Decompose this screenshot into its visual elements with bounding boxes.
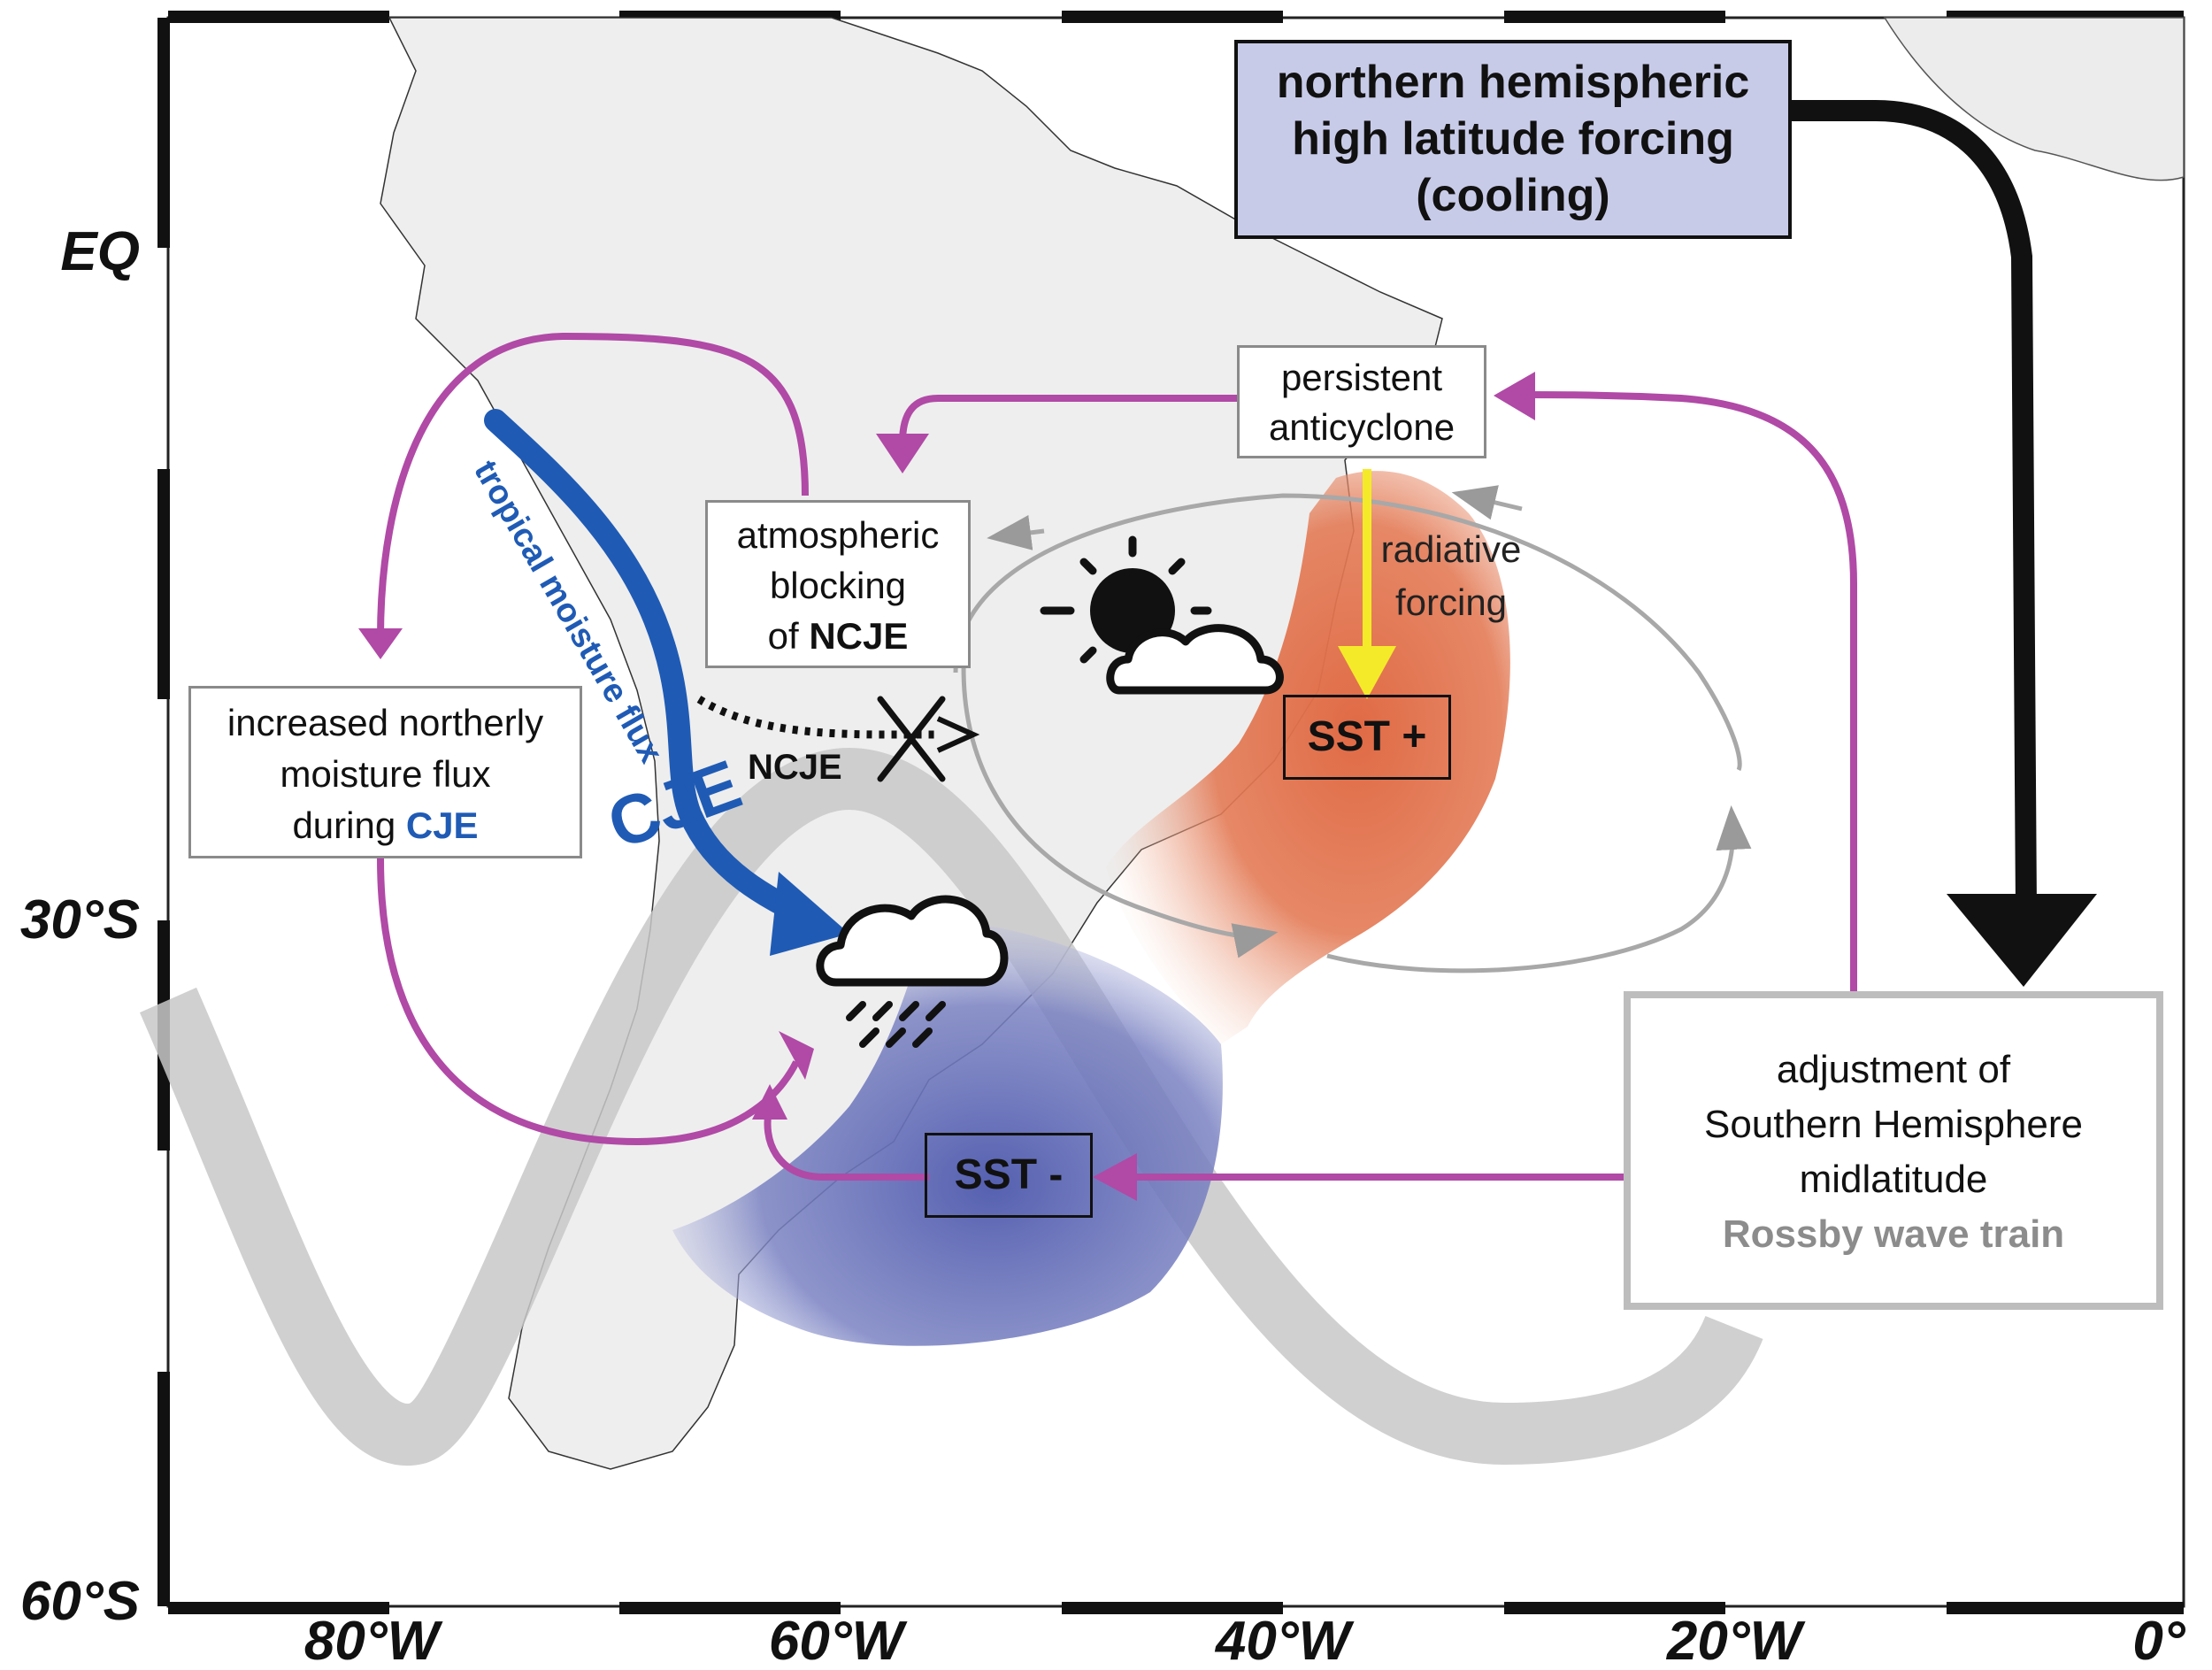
lon-label-60w: 60°W — [769, 1611, 908, 1670]
rossby-to-anticyclone-arrow — [1521, 391, 1857, 991]
loop-arrowhead-left — [358, 628, 403, 659]
nh-forcing-arrowhead — [1947, 894, 2097, 987]
rossby-wave-train-band — [139, 747, 1763, 1466]
lon-label-40w: 40°W — [1214, 1611, 1355, 1670]
sst-plus-label: SST + — [1307, 713, 1427, 760]
sst-minus-box: SST - — [925, 1133, 1093, 1218]
ncje-label: NCJE — [748, 748, 842, 787]
nh-forcing-line1: northern hemispheric — [1276, 57, 1750, 108]
rain-cloud-icon — [816, 895, 1009, 1048]
blocked-x-icon — [877, 696, 946, 782]
blocking-line3-ncje: NCJE — [809, 615, 909, 657]
anticyclone-line1: persistent — [1280, 357, 1443, 398]
lon-label-20w: 20°W — [1666, 1611, 1806, 1670]
lon-label-80w: 80°W — [304, 1611, 443, 1670]
rossby-line4: Rossby wave train — [1722, 1212, 2065, 1256]
anticyclone-to-blocking-arrow — [899, 395, 1239, 443]
radiative-label-1: radiative — [1381, 528, 1522, 570]
cje-jet-arrow — [484, 409, 826, 932]
warm-sst-anomaly — [1106, 471, 1510, 1044]
anticyclone-box: persistent anticyclone — [1237, 345, 1486, 458]
lat-label-eq: EQ — [60, 221, 140, 282]
nh-forcing-arrow — [1792, 100, 2037, 912]
blocking-line3-prefix: of — [767, 615, 810, 657]
rossby-line3: midlatitude — [1799, 1158, 1988, 1201]
anticyclone-to-blocking-arrowhead — [876, 434, 929, 473]
rossby-line2: Southern Hemisphere — [1703, 1103, 2083, 1146]
africa-landmass — [1883, 17, 2185, 181]
sst-minus-label: SST - — [954, 1151, 1064, 1198]
cje-jet-arrowhead — [770, 872, 849, 956]
moisture-line1: increased northerly — [227, 702, 544, 743]
anticyclone-line2: anticyclone — [1268, 406, 1455, 448]
moisture-line3-prefix: during — [292, 804, 406, 846]
ncje-blocked-arrow — [696, 696, 938, 739]
sun-cloud-icon — [1040, 535, 1284, 695]
rossby-line1: adjustment of — [1776, 1048, 2011, 1091]
lat-label-30s: 30°S — [20, 889, 140, 950]
anticyclone-circulation-east — [1326, 805, 1752, 974]
sst-plus-box: SST + — [1283, 695, 1451, 780]
rossby-to-anticyclone-arrowhead — [1494, 372, 1535, 420]
ncje-blocked-arrowhead — [936, 716, 980, 753]
moisture-line2: moisture flux — [280, 753, 491, 795]
nh-forcing-line2: high latitude forcing — [1292, 113, 1734, 165]
anticyclone-circulation-arrow-west — [987, 515, 1045, 550]
rossby-box: adjustment of Southern Hemisphere midlat… — [1624, 991, 2163, 1310]
radiative-label-2: forcing — [1395, 581, 1507, 623]
sst-minus-to-rain-arrowhead — [752, 1084, 787, 1120]
loop-arrow-left — [376, 332, 809, 642]
blocking-box: atmospheric blocking of NCJE — [705, 500, 971, 668]
radiative-forcing-arrowhead — [1338, 646, 1396, 699]
lon-label-0: 0° — [2132, 1611, 2185, 1670]
moisture-to-rain-arrowhead — [779, 1031, 814, 1080]
nh-forcing-line3: (cooling) — [1416, 170, 1610, 221]
anticyclone-circulation-arrow-north — [1451, 485, 1523, 520]
blocking-line1: atmospheric — [736, 514, 940, 556]
lat-label-60s: 60°S — [20, 1571, 140, 1632]
moisture-flux-box: increased northerly moisture flux during… — [188, 686, 582, 858]
anticyclone-circulation-upper — [953, 493, 1742, 772]
nh-forcing-box: northern hemispheric high latitude forci… — [1234, 40, 1792, 239]
moisture-line3-cje: CJE — [405, 804, 479, 846]
rossby-to-sst-minus-arrowhead — [1093, 1153, 1137, 1201]
blocking-line2: blocking — [769, 565, 907, 606]
